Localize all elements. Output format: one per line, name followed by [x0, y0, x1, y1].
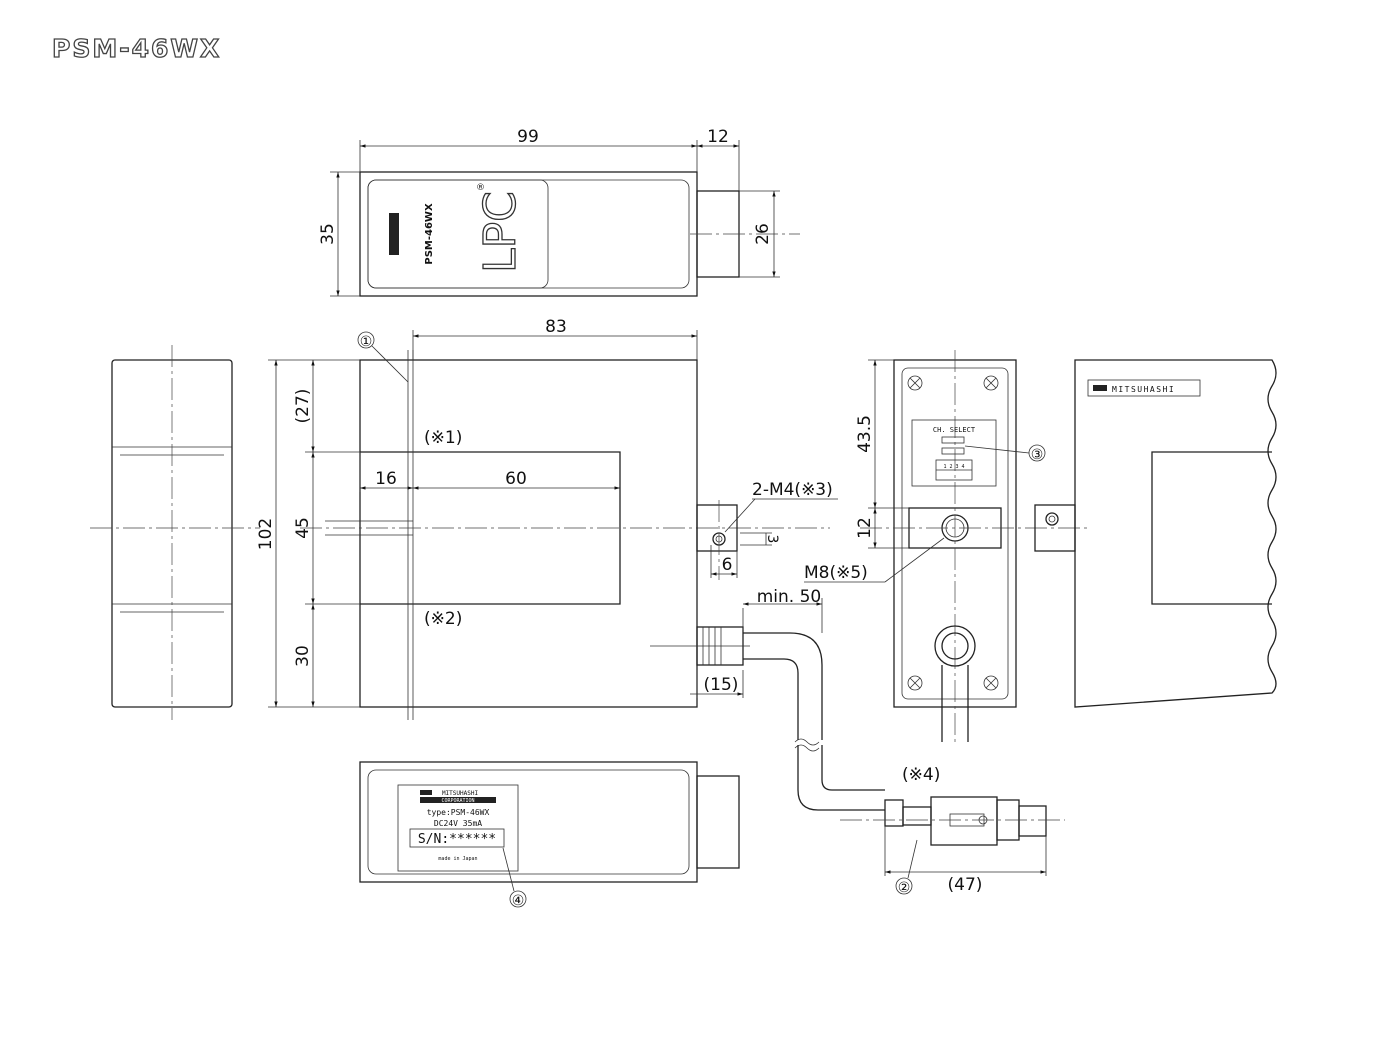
- dim-side-height: 43.5: [855, 415, 875, 453]
- top-view: 99 12 35 26 PSM-46WX LPC ®: [318, 127, 800, 297]
- dim-screw-offset: 6: [722, 555, 733, 575]
- back-brand: MITSUHASHI: [1112, 385, 1175, 394]
- front-view: 83 102 (27) 45 30 16 60 3 6 (15) min. 50…: [256, 317, 885, 811]
- nameplate-sn: S/N:******: [418, 832, 496, 847]
- top-body: [359, 171, 698, 297]
- back-body: [1074, 359, 1277, 708]
- dim-top-height: 35: [318, 223, 338, 245]
- back-view: MITSUHASHI: [1034, 359, 1277, 708]
- dim-slot-offset: 16: [375, 469, 397, 489]
- side-view: CH. SELECT 1 2 3 4 43.5 12 M8(※5) ③: [804, 350, 1090, 742]
- bottom-body: [359, 761, 698, 883]
- dim-top-length: 99: [517, 127, 539, 147]
- note-m8: M8(※5): [804, 563, 868, 583]
- page-title: PSM-46WX: [51, 33, 222, 63]
- callout-1: ①: [360, 334, 373, 350]
- dim-screw-height: 3: [764, 535, 780, 544]
- note-2: (※2): [424, 609, 462, 629]
- dim-connector-length: (47): [948, 875, 983, 895]
- nameplate: [397, 784, 519, 872]
- note-screw: 2-M4(※3): [752, 480, 833, 500]
- front-body: [359, 359, 698, 708]
- note-1: (※1): [424, 428, 462, 448]
- callout-2: ②: [898, 880, 911, 896]
- callout-3: ③: [1031, 447, 1044, 463]
- dim-slot-length: 60: [505, 469, 527, 489]
- dim-cable-min: min. 50: [757, 587, 822, 607]
- nameplate-corp: CORPORATION: [441, 798, 474, 804]
- cable: [743, 632, 823, 740]
- nameplate-made: made in Japan: [438, 856, 477, 862]
- dim-top-ext: 12: [707, 127, 729, 147]
- nameplate-maker: MITSUHASHI: [442, 790, 479, 797]
- callout-4: ④: [512, 893, 525, 909]
- dim-front-lower: 30: [293, 645, 313, 667]
- dim-front-length: 83: [545, 317, 567, 337]
- bottom-view: MITSUHASHI CORPORATION type:PSM-46WX DC2…: [359, 761, 740, 909]
- dim-side-m8: 12: [855, 517, 875, 539]
- front-slot: [360, 451, 621, 605]
- left-end-view: [90, 345, 260, 720]
- nameplate-rating: DC24V 35mA: [434, 819, 482, 828]
- ch-select-row: 1 2 3 4: [943, 464, 964, 470]
- note-connector: (※4): [902, 765, 940, 785]
- reg-mark: ®: [476, 183, 485, 193]
- dim-front-upper: (27): [293, 389, 313, 424]
- top-model: PSM-46WX: [424, 203, 435, 265]
- dim-front-slot: 45: [293, 517, 313, 539]
- maker-logo-icon: [389, 213, 399, 255]
- nameplate-type: type:PSM-46WX: [427, 808, 490, 817]
- dim-top-connector: 26: [753, 223, 773, 245]
- dim-cable-offset: (15): [704, 675, 739, 695]
- dim-front-height: 102: [256, 518, 276, 550]
- lpc-logo: LPC: [475, 191, 526, 273]
- connector-view: (47) (※4) ②: [840, 765, 1065, 896]
- ch-select-panel: [911, 419, 997, 487]
- ch-select-label: CH. SELECT: [933, 426, 976, 434]
